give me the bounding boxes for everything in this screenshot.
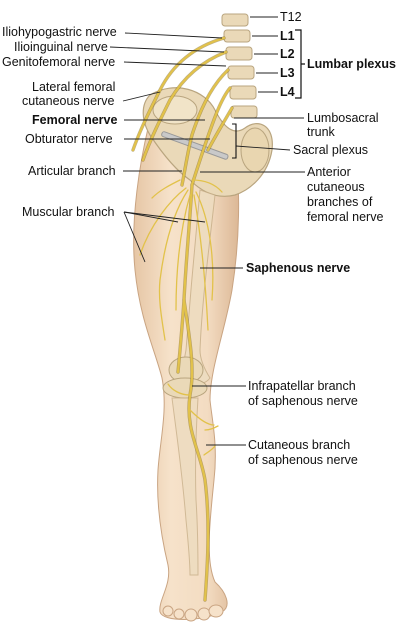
label-iliohypogastric: Iliohypogastric nerve <box>2 25 117 39</box>
leader-sacral-plexus <box>235 145 291 151</box>
label-obturator: Obturator nerve <box>25 132 113 146</box>
label-lateral-femoral-2: cutaneous nerve <box>22 94 115 108</box>
sacrum <box>240 127 270 173</box>
label-infrapatellar-1: Infrapatellar branch <box>248 379 356 393</box>
leader-muscular-3 <box>123 211 206 223</box>
iliac-crest <box>152 95 198 125</box>
label-l1: L1 <box>280 29 295 43</box>
label-ilioinguinal: Ilioinguinal nerve <box>14 40 108 54</box>
label-l4: L4 <box>280 85 295 99</box>
leader-genitofemoral <box>123 61 227 67</box>
label-sacral-plexus: Sacral plexus <box>293 143 369 157</box>
label-muscular: Muscular branch <box>22 205 115 219</box>
label-lumbosacral-1: Lumbosacral <box>307 111 379 125</box>
label-anterior-2: cutaneous <box>307 180 365 194</box>
leader-ilioinguinal <box>109 46 225 53</box>
label-infrapatellar-2: of saphenous nerve <box>248 394 358 408</box>
label-genitofemoral: Genitofemoral nerve <box>2 55 116 69</box>
label-anterior-3: branches of <box>307 195 373 209</box>
label-cutaneous-1: Cutaneous branch <box>248 438 351 452</box>
nerve-network <box>131 36 234 602</box>
label-anterior-4: femoral nerve <box>307 210 384 224</box>
label-lumbosacral-2: trunk <box>307 125 335 139</box>
label-l2: L2 <box>280 47 295 61</box>
vertebral-column <box>221 13 258 119</box>
label-saphenous: Saphenous nerve <box>246 261 351 275</box>
toes <box>162 604 224 622</box>
sacral-plexus-bracket <box>232 123 237 159</box>
label-cutaneous-2: of saphenous nerve <box>248 453 358 467</box>
label-t12: T12 <box>280 10 302 24</box>
label-lumbar-plexus: Lumbar plexus <box>307 57 396 71</box>
lumbar-plexus-bracket <box>295 29 305 99</box>
label-articular: Articular branch <box>28 164 116 178</box>
leader-iliohypogastric <box>124 32 223 39</box>
label-anterior-1: Anterior <box>307 165 351 179</box>
label-femoral: Femoral nerve <box>32 113 118 127</box>
leader-lines <box>109 16 305 446</box>
tibia-bone <box>171 397 199 576</box>
label-lateral-femoral-1: Lateral femoral <box>32 80 116 94</box>
leader-muscular-1 <box>123 211 179 223</box>
leader-muscular-2 <box>123 211 146 263</box>
leader-lateral-femoral <box>122 91 161 102</box>
label-l3: L3 <box>280 66 295 80</box>
